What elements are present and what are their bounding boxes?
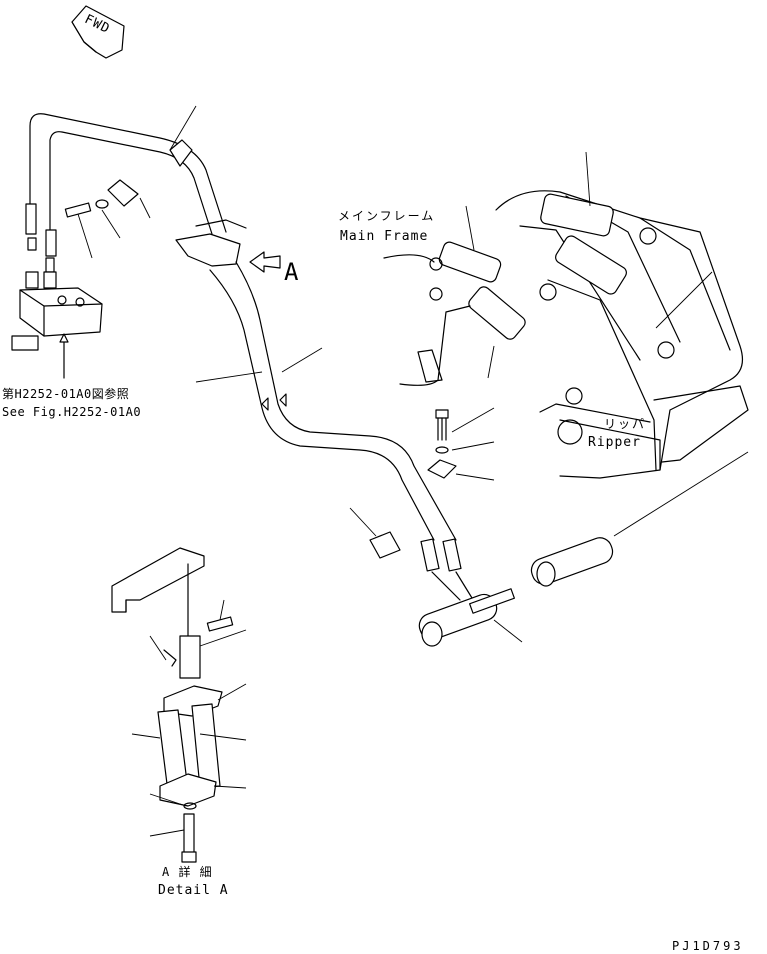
leader-line — [281, 347, 323, 373]
hose-fittings-left — [25, 203, 57, 289]
lower-cylinder — [418, 451, 749, 647]
ripper-assembly — [383, 151, 749, 479]
ripper-label-en: Ripper — [588, 435, 641, 450]
view-a-arrow — [249, 251, 281, 273]
hose-pipe — [29, 113, 457, 541]
valve-block — [11, 287, 103, 379]
main-frame-label-en: Main Frame — [340, 229, 429, 244]
drawing-code: PJ1D793 — [672, 939, 744, 953]
detail-a-drawing — [111, 547, 247, 863]
upper-clamp-parts — [64, 105, 247, 267]
leader-line — [195, 371, 263, 383]
main-frame-label-jp: メインフレーム — [338, 209, 436, 223]
see-fig-label-jp: 第H2252-01A0図参照 — [2, 387, 130, 401]
detail-label-jp: A 詳 細 — [162, 865, 213, 879]
fwd-arrow — [71, 5, 125, 59]
ripper-label-jp: リッパ — [604, 417, 647, 431]
centre-hardware — [349, 407, 495, 559]
view-a-label: A — [284, 258, 299, 286]
see-fig-label-en: See Fig.H2252-01A0 — [2, 405, 142, 419]
detail-label-en: Detail A — [158, 883, 229, 898]
